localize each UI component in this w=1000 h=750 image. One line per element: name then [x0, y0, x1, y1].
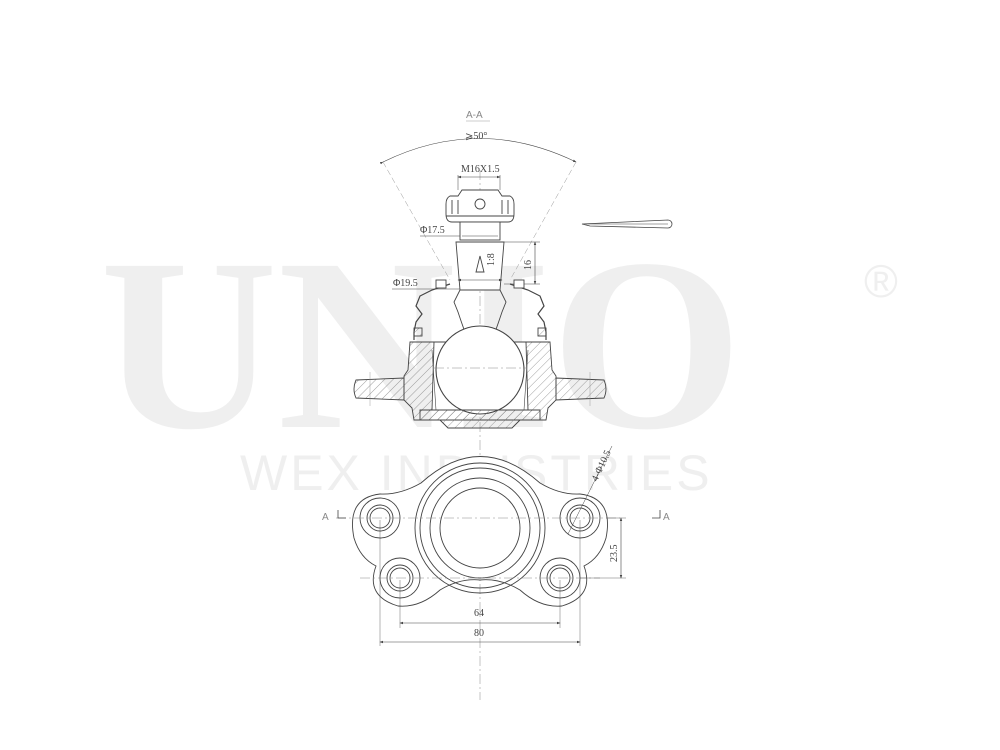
angle-label: ⩾50° — [465, 131, 487, 142]
diameter-19-5-label: Φ19.5 — [393, 278, 418, 289]
plan-view — [336, 445, 661, 646]
diameter-17-5-label: Φ17.5 — [420, 225, 445, 236]
section-marker-left: A — [322, 512, 329, 523]
section-view — [353, 120, 673, 700]
taper-label: 1:8 — [486, 253, 497, 266]
inner-spacing-label: 64 — [474, 608, 484, 619]
outer-spacing-label: 80 — [474, 628, 484, 639]
hole-callout-label: 4-Φ10.5 — [590, 449, 614, 484]
section-marker-right: A — [663, 512, 670, 523]
height-dimension-label: 16 — [523, 260, 534, 270]
vertical-spacing-label: 23.5 — [609, 545, 620, 563]
thread-spec-label: M16X1.5 — [461, 164, 500, 175]
watermark-registered-icon: ® — [864, 255, 898, 307]
section-title-label: A-A — [466, 110, 483, 121]
